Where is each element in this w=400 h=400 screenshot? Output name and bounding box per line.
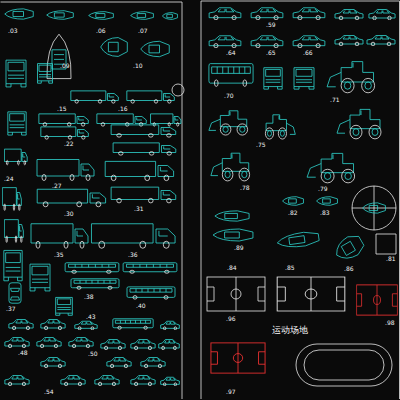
- callout-label: .09: [60, 63, 70, 69]
- callout-label: .59: [266, 22, 276, 28]
- callout-label: .24: [4, 176, 14, 182]
- callout-label: .38: [84, 294, 94, 300]
- callout-label: .06: [96, 28, 106, 34]
- callout-label: .40: [136, 303, 146, 309]
- callout-label: .10: [133, 63, 143, 69]
- callout-label: .30: [64, 211, 74, 217]
- callout-label: .22: [64, 141, 74, 147]
- callout-label: .78: [240, 185, 250, 191]
- callout-label: .27: [52, 183, 62, 189]
- callout-label: .54: [44, 389, 54, 395]
- callout-label: .75: [256, 142, 266, 148]
- callout-label: .50: [88, 351, 98, 357]
- callout-label: .79: [318, 186, 328, 192]
- callout-label: .89: [234, 245, 244, 251]
- right-vehicle-blocks: [207, 8, 397, 386]
- callout-label: .96: [226, 316, 236, 322]
- callout-label: .64: [226, 50, 236, 56]
- callout-label: .48: [18, 350, 28, 356]
- callout-label: .82: [288, 210, 298, 216]
- callout-label: .37: [6, 306, 16, 312]
- callout-label: .85: [285, 265, 295, 271]
- callout-label: .81: [386, 256, 396, 262]
- callout-label: .35: [54, 252, 64, 258]
- callout-label: .84: [227, 265, 237, 271]
- left-vehicle-blocks: [2, 9, 184, 386]
- callout-label: .43: [86, 314, 96, 320]
- callout-label: .70: [224, 93, 234, 99]
- callout-label: .16: [118, 106, 128, 112]
- callout-label: .86: [344, 266, 354, 272]
- callout-label: .97: [226, 389, 236, 395]
- callout-label: .66: [303, 50, 313, 56]
- callout-label: 运动场地: [272, 326, 308, 335]
- callout-label: .15: [57, 106, 67, 112]
- callout-label: .31: [134, 206, 144, 212]
- callout-label: .71: [330, 97, 340, 103]
- callout-label: .83: [320, 210, 330, 216]
- callout-label: .65: [266, 50, 276, 56]
- callout-label: .03: [8, 28, 18, 34]
- callout-label: .07: [138, 28, 148, 34]
- callout-label: .36: [128, 252, 138, 258]
- callout-label: .98: [385, 320, 395, 326]
